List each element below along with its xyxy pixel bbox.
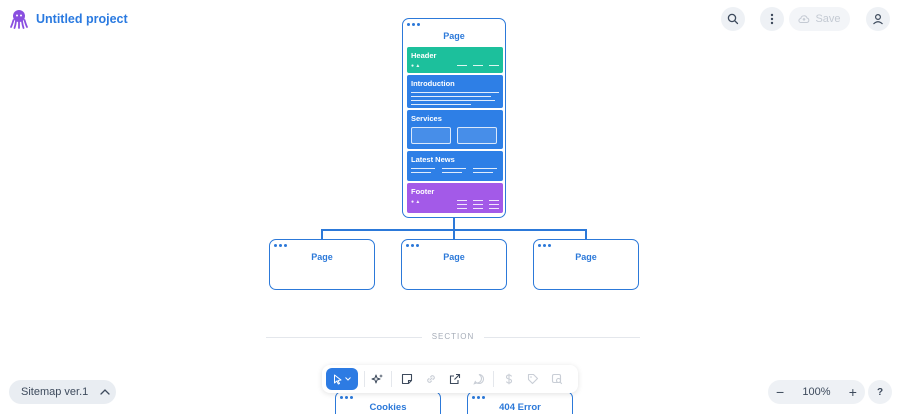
brand: Untitled project	[10, 9, 128, 29]
root-page-card[interactable]: Page Header ● ▲ Introduction Services La…	[402, 18, 506, 218]
section-page-card[interactable]: Cookies	[335, 391, 441, 414]
logo-placeholder-icon: ● ▲	[411, 63, 421, 69]
page-menu-dots[interactable]	[407, 23, 420, 26]
section-block-services[interactable]: Services	[407, 110, 503, 149]
toolbar-separator	[493, 371, 494, 387]
pointer-icon	[334, 374, 342, 384]
section-label: Header	[411, 51, 437, 60]
sitemap-version-selector[interactable]: Sitemap ver.1	[9, 380, 116, 404]
section-block-header[interactable]: Header ● ▲	[407, 47, 503, 73]
tag-icon	[527, 373, 539, 385]
help-button[interactable]: ?	[868, 380, 892, 404]
connector-vertical-child	[453, 229, 455, 240]
external-link-icon	[449, 373, 461, 385]
user-icon	[873, 13, 883, 25]
connector-vertical-root	[453, 218, 455, 230]
page-menu-dots[interactable]	[472, 396, 485, 399]
section-label[interactable]: SECTION	[431, 332, 475, 341]
section-label: Introduction	[411, 79, 455, 88]
octopus-logo-icon	[10, 10, 28, 29]
section-page-title: 404 Error	[499, 402, 541, 413]
child-page-title: Page	[311, 252, 333, 262]
sparkle-ai-icon	[371, 373, 383, 383]
toolbar-separator	[364, 371, 365, 387]
comment-tool-button[interactable]	[469, 369, 489, 389]
dollar-icon	[505, 373, 513, 385]
section-block-introduction[interactable]: Introduction	[407, 75, 503, 108]
logo-placeholder-icon: ● ▲	[411, 199, 421, 205]
more-vertical-icon	[770, 13, 774, 25]
section-block-latest-news[interactable]: Latest News	[407, 151, 503, 181]
zoom-level[interactable]: 100%	[802, 386, 831, 398]
zoom-out-button[interactable]: −	[776, 384, 785, 400]
account-button[interactable]	[866, 7, 890, 31]
section-divider-left	[266, 337, 422, 338]
child-page-title: Page	[575, 252, 597, 262]
sticky-note-tool-button[interactable]	[397, 369, 417, 389]
pointer-tool-button[interactable]	[326, 368, 358, 390]
child-page-card[interactable]: Page	[269, 239, 375, 290]
image-search-icon	[551, 373, 563, 385]
save-label: Save	[815, 13, 841, 25]
page-menu-dots[interactable]	[538, 244, 551, 247]
dollar-tool-button[interactable]	[499, 369, 519, 389]
page-menu-dots[interactable]	[340, 396, 353, 399]
section-label: Latest News	[411, 155, 455, 164]
section-label: Services	[411, 114, 442, 123]
connector-vertical-child	[585, 229, 587, 240]
page-menu-dots[interactable]	[406, 244, 419, 247]
section-page-title: Cookies	[369, 402, 407, 413]
child-page-card[interactable]: Page	[401, 239, 507, 290]
section-label: Footer	[411, 187, 435, 196]
toolbar-separator	[391, 371, 392, 387]
section-page-card[interactable]: 404 Error	[467, 391, 573, 414]
child-page-title: Page	[443, 252, 465, 262]
cloud-upload-icon	[798, 15, 810, 23]
link-icon	[427, 375, 435, 383]
connector-vertical-child	[321, 229, 323, 240]
sticky-note-icon	[401, 373, 413, 385]
root-page-title: Page	[443, 31, 465, 41]
section-divider-right	[484, 337, 640, 338]
page-menu-dots[interactable]	[274, 244, 287, 247]
tag-tool-button[interactable]	[523, 369, 543, 389]
chevron-up-icon	[100, 389, 110, 395]
search-button[interactable]	[721, 7, 745, 31]
zoom-in-button[interactable]: +	[848, 384, 857, 400]
ai-tool-button[interactable]	[367, 369, 387, 389]
comment-icon	[473, 373, 485, 385]
chevron-down-icon	[345, 377, 351, 381]
save-button[interactable]: Save	[789, 7, 850, 31]
section-block-footer[interactable]: Footer ● ▲	[407, 183, 503, 213]
image-search-tool-button[interactable]	[547, 369, 567, 389]
search-icon	[727, 13, 739, 25]
sitemap-version-label: Sitemap ver.1	[21, 386, 89, 398]
child-page-card[interactable]: Page	[533, 239, 639, 290]
bottom-toolbar	[322, 365, 578, 393]
zoom-controls: − 100% +	[768, 380, 865, 404]
project-title[interactable]: Untitled project	[36, 12, 128, 26]
help-label: ?	[876, 386, 884, 398]
more-options-button[interactable]	[760, 7, 784, 31]
link-tool-button[interactable]	[421, 369, 441, 389]
external-link-tool-button[interactable]	[445, 369, 465, 389]
